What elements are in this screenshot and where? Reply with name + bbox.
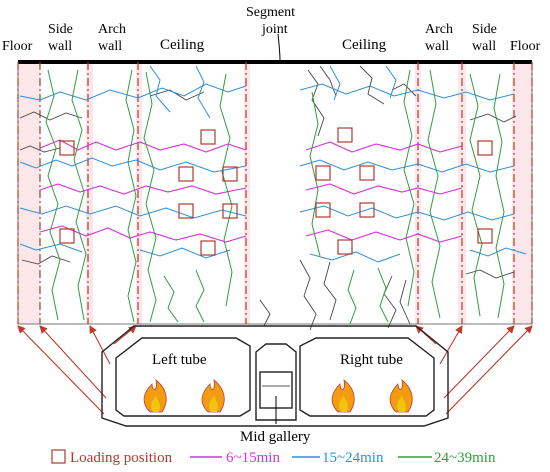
mid-gallery-outline	[255, 343, 297, 421]
left-tube-outline	[115, 337, 251, 417]
label-side-wall-left-2: wall	[48, 39, 72, 54]
label-mid-gallery: Mid gallery	[240, 429, 311, 445]
label-arch-wall-right-2: wall	[425, 39, 449, 54]
label-side-wall-right-1: Side	[472, 22, 497, 37]
cracks-15-24min	[19, 65, 527, 263]
lining-outline	[17, 61, 533, 325]
fire-icon-right-2	[389, 379, 413, 413]
label-right-tube: Right tube	[340, 352, 403, 368]
legend-label-6-15: 6~15min	[226, 450, 280, 466]
segment-joint-pointer	[277, 33, 281, 62]
label-arch-wall-right-1: Arch	[425, 22, 453, 37]
cracks-early	[19, 65, 517, 331]
label-segment-joint-2: joint	[261, 22, 288, 37]
cracks-24-39min	[45, 69, 505, 325]
cracks-6-15min	[39, 139, 463, 243]
label-arch-wall-left-1: Arch	[98, 22, 126, 37]
legend-label-24-39: 24~39min	[434, 450, 496, 466]
label-ceiling-right: Ceiling	[342, 37, 387, 53]
label-side-wall-right-2: wall	[472, 39, 496, 54]
fire-icon-left-1	[143, 379, 167, 413]
mapping-arrows	[17, 325, 533, 415]
tunnel-cross-section	[101, 325, 449, 427]
label-ceiling-left: Ceiling	[160, 37, 205, 53]
label-segment-joint-1: Segment	[246, 5, 295, 20]
outer-section-outline	[101, 325, 449, 427]
legend: Loading position 6~15min 15~24min 24~39m…	[51, 449, 496, 466]
label-floor-right: Floor	[510, 39, 541, 54]
label-left-tube: Left tube	[152, 352, 207, 368]
legend-label-15-24: 15~24min	[322, 450, 384, 466]
legend-label-loading: Loading position	[70, 450, 173, 466]
zone-boundaries	[17, 62, 533, 324]
loading-positions	[59, 127, 493, 256]
label-floor-left: Floor	[2, 39, 33, 54]
fire-icon-left-2	[201, 379, 225, 413]
label-side-wall-left-1: Side	[48, 22, 73, 37]
label-arch-wall-left-2: wall	[98, 39, 122, 54]
right-tube-outline	[299, 337, 435, 417]
legend-swatch-loading	[51, 449, 66, 464]
zone-strips	[18, 62, 532, 324]
fire-icon-right-1	[331, 379, 355, 413]
